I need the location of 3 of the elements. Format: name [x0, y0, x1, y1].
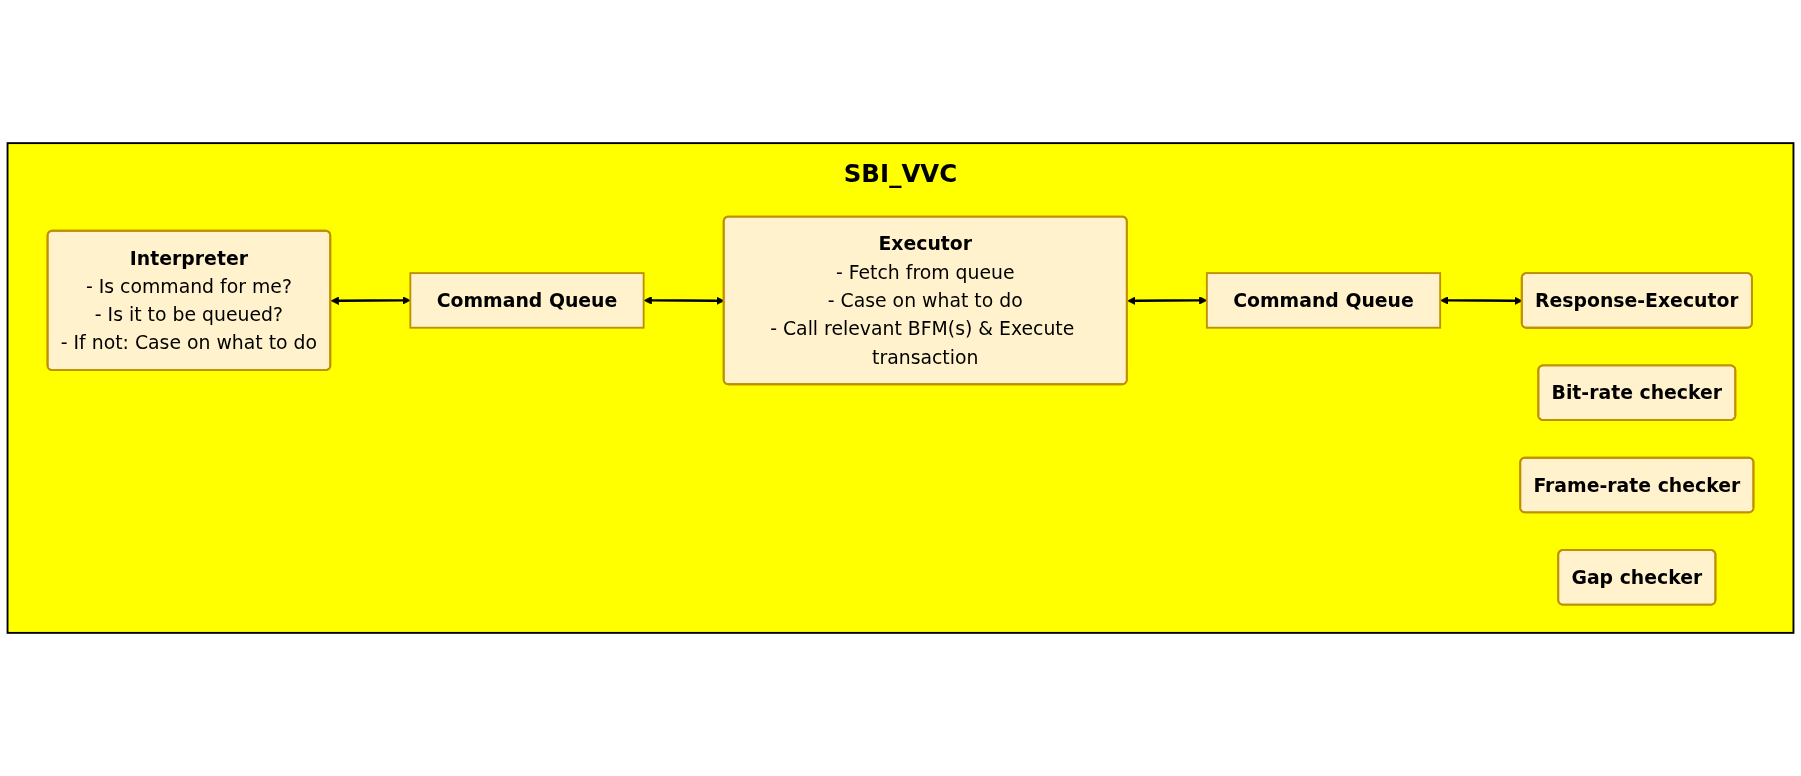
arrow	[330, 296, 411, 305]
node-box: Command Queue	[409, 272, 645, 329]
node-box: Command Queue	[1205, 272, 1442, 329]
